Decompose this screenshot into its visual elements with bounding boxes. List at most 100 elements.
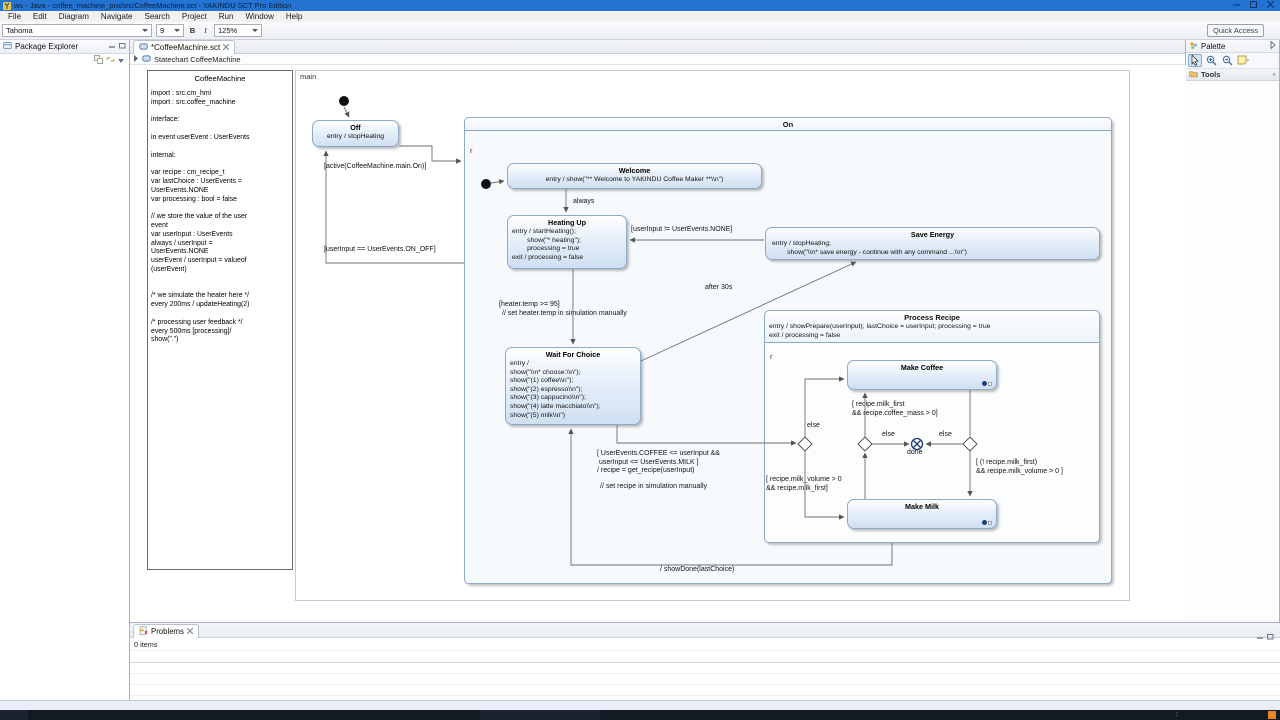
italic-button[interactable]: I (204, 26, 207, 35)
menu-navigate[interactable]: Navigate (100, 12, 133, 21)
menu-bar: File Edit Diagram Navigate Search Project Run W… (0, 11, 1280, 22)
drawer-pin-icon[interactable]: « (1272, 71, 1276, 78)
guard-milk-first-coffee: [ recipe.milk_first && recipe.coffee_mas… (852, 401, 938, 417)
window-title: ws - Java - coffee_machine_pro/src/Coffe… (14, 1, 292, 10)
process-recipe-region-label: r (770, 352, 773, 361)
comment-heater-temp: // set heater.temp in simulation manuall… (502, 310, 627, 317)
editor-tab-bar: *CoffeeMachine.sct (130, 40, 1185, 54)
font-size-combo[interactable]: 9 (156, 24, 184, 37)
label-else-right: else (939, 431, 952, 438)
guard-userinput-not-none: [userInput != UserEvents.NONE] (631, 226, 733, 233)
editor-tab-coffeemachine[interactable]: *CoffeeMachine.sct (133, 40, 236, 54)
view-maximize-icon[interactable] (1267, 627, 1274, 645)
palette-icon (1189, 41, 1198, 52)
problems-view: Problems 0 items (130, 622, 1280, 702)
state-heating-up[interactable]: Heating Up entry / startHeating(); show(… (507, 215, 627, 269)
package-explorer-header: Package Explorer (0, 40, 129, 54)
select-tool-icon[interactable] (1188, 54, 1202, 67)
drawer-folder-icon (1189, 70, 1198, 80)
state-save-energy[interactable]: Save Energy entry / stopHeating; show("\… (765, 227, 1100, 260)
problems-table-header (130, 651, 1280, 663)
problems-tab-label: Problems (151, 627, 184, 636)
state-process-recipe-title: Process Recipe (904, 313, 960, 322)
taskbar-divider (1176, 712, 1178, 718)
statechart-file-icon (139, 42, 148, 53)
problems-table-rows[interactable] (130, 663, 1280, 702)
palette-title: Palette (1201, 41, 1226, 51)
state-make-coffee[interactable]: Make Coffee (847, 360, 997, 390)
view-menu-icon[interactable] (118, 51, 125, 69)
state-make-milk[interactable]: Make Milk (847, 499, 997, 529)
quick-access-button[interactable]: Quick Access (1206, 24, 1264, 37)
tab-close-icon[interactable] (222, 43, 230, 52)
label-show-done: / showDone(lastChoice) (660, 566, 735, 573)
view-maximize-icon[interactable] (119, 42, 126, 51)
bold-button[interactable]: B (189, 26, 196, 35)
tab-close-icon[interactable] (186, 627, 194, 636)
problems-item-count: 0 items (130, 638, 1280, 651)
state-save-energy-title: Save Energy (910, 230, 955, 239)
state-process-recipe-body: entry / showPrepare(userInput); lastChoi… (769, 323, 991, 339)
menu-project[interactable]: Project (181, 12, 207, 21)
menu-diagram[interactable]: Diagram (58, 12, 89, 21)
statechart-spec-box[interactable]: CoffeeMachine import : src.cm_hmi import… (147, 70, 293, 570)
breadcrumb-label[interactable]: Statechart CoffeeMachine (154, 54, 241, 64)
problems-tab[interactable]: Problems (133, 624, 199, 638)
state-off[interactable]: Off entry / stopHeating (312, 120, 399, 147)
note-tool-icon[interactable] (1236, 54, 1250, 67)
palette-drawer-tools[interactable]: Tools « (1186, 69, 1279, 81)
link-editor-icon[interactable] (106, 51, 115, 69)
state-off-title: Off (350, 123, 361, 132)
main-region (295, 70, 1130, 601)
view-minimize-icon[interactable] (109, 42, 116, 51)
state-welcome-body: entry / show("** Welcome to YAKINDU Coff… (545, 176, 724, 183)
maximize-button[interactable] (1250, 1, 1257, 10)
windows-taskbar[interactable] (0, 710, 1280, 720)
guard-active-on: [active(CoffeeMachine.main.On)] (324, 163, 427, 170)
package-explorer-toolbar (0, 54, 129, 66)
guard-not-milk-first: [ (! recipe.milk_first) && recipe.milk_v… (976, 459, 1063, 475)
menu-help[interactable]: Help (285, 12, 303, 21)
state-heating-up-body: entry / startHeating(); show("* heating"… (512, 228, 584, 261)
comment-recipe: // set recipe in simulation manually (600, 483, 707, 490)
guard-heater-temp: [heater.temp >= 95] (499, 301, 560, 308)
breadcrumb-expand-icon[interactable] (133, 54, 139, 64)
package-explorer-view: Package Explorer (0, 40, 130, 700)
on-region-label: r (470, 146, 473, 155)
taskbar-notification-icon[interactable] (1268, 711, 1276, 719)
zoom-level-combo[interactable]: 125% (214, 24, 262, 37)
menu-run[interactable]: Run (218, 12, 234, 21)
menu-edit[interactable]: Edit (32, 12, 47, 21)
state-save-energy-body: entry / stopHeating; show("\\n* save ene… (772, 240, 967, 256)
palette-flyout-icon[interactable] (1270, 40, 1276, 51)
state-wait-for-choice[interactable]: Wait For Choice entry / show("\\n* choos… (505, 347, 641, 425)
status-bar (0, 700, 1280, 710)
app-icon (3, 1, 11, 10)
editor-tab-label: *CoffeeMachine.sct (151, 43, 221, 52)
state-make-coffee-title: Make Coffee (900, 363, 944, 372)
diagram-canvas[interactable]: CoffeeMachine import : src.cm_hmi import… (130, 65, 1186, 622)
guard-on-off: [userInput == UserEvents.ON_OFF] (324, 246, 436, 253)
state-welcome[interactable]: Welcome entry / show("** Welcome to YAKI… (507, 163, 762, 189)
statechart-icon (142, 54, 151, 65)
state-make-milk-title: Make Milk (905, 502, 939, 511)
state-heating-up-title: Heating Up (548, 218, 586, 227)
close-button[interactable] (1266, 0, 1275, 10)
problems-icon (139, 626, 148, 637)
collapse-all-icon[interactable] (94, 51, 103, 69)
view-minimize-icon[interactable] (1257, 627, 1264, 645)
main-region-label: main (300, 72, 317, 81)
menu-file[interactable]: File (8, 12, 21, 21)
zoom-in-icon[interactable] (1204, 54, 1218, 67)
editor-breadcrumb: Statechart CoffeeMachine (130, 54, 1185, 65)
palette-view: Palette Tools « (1186, 40, 1280, 622)
minimize-button[interactable] (1233, 1, 1240, 10)
spec-body: import : src.cm_hmi import : src.coffee_… (151, 90, 250, 344)
start-button[interactable] (0, 710, 28, 720)
label-after-30s: after 30s (705, 284, 733, 291)
menu-search[interactable]: Search (144, 12, 170, 21)
menu-window[interactable]: Window (245, 12, 274, 21)
font-family-combo[interactable]: Tahoma (2, 24, 152, 37)
zoom-out-icon[interactable] (1220, 54, 1234, 67)
palette-tools-label: Tools (1201, 70, 1221, 79)
